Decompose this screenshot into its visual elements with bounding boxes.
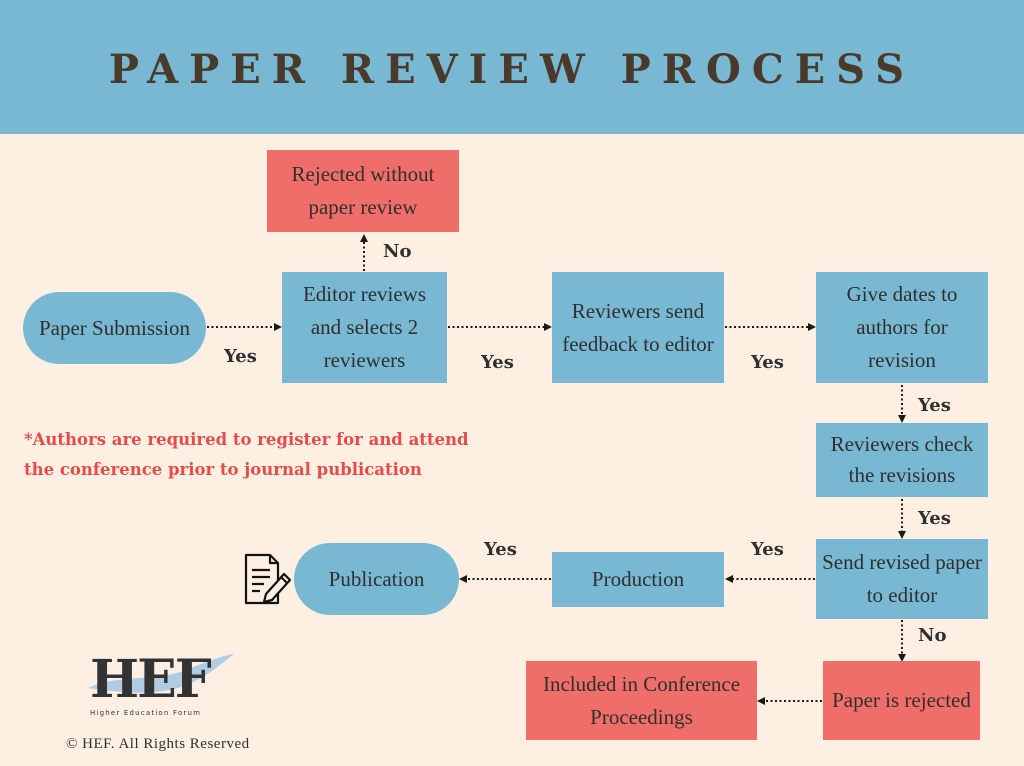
node-paper-submission: Paper Submission — [23, 292, 206, 364]
node-give-dates: Give dates to authors for revision — [816, 272, 988, 383]
node-paper-rejected: Paper is rejected — [823, 661, 980, 740]
label-yes-submission: Yes — [224, 346, 257, 367]
label-yes-editor: Yes — [481, 352, 514, 373]
label-no-send: No — [918, 625, 947, 646]
label-yes-check: Yes — [918, 508, 951, 529]
document-edit-icon — [244, 553, 292, 605]
node-production: Production — [552, 552, 724, 607]
label-yes-production: Yes — [484, 539, 517, 560]
hef-logo-wing — [88, 654, 234, 693]
label-yes-send: Yes — [751, 539, 784, 560]
hef-logo: HEF — [90, 649, 212, 710]
page-title: PAPER REVIEW PROCESS — [108, 46, 916, 93]
node-included-proceedings: Included in Conference Proceedings — [526, 661, 757, 740]
hef-logo-subtitle: Higher Education Forum — [90, 709, 202, 717]
label-no-editor: No — [383, 241, 412, 262]
node-rejected-without-review: Rejected without paper review — [267, 150, 459, 232]
node-reviewers-check: Reviewers check the revisions — [816, 423, 988, 497]
registration-note: *Authors are required to register for an… — [24, 430, 469, 479]
node-reviewers-send-feedback: Reviewers send feedback to editor — [552, 272, 724, 383]
node-send-revised: Send revised paper to editor — [816, 539, 988, 619]
header-banner: PAPER REVIEW PROCESS — [0, 0, 1024, 134]
label-yes-dates: Yes — [918, 395, 951, 416]
label-yes-reviewers: Yes — [751, 352, 784, 373]
copyright-notice: © HEF. All Rights Reserved — [66, 736, 250, 752]
node-publication: Publication — [294, 543, 459, 615]
node-editor-reviews: Editor reviews and selects 2 reviewers — [282, 272, 447, 383]
